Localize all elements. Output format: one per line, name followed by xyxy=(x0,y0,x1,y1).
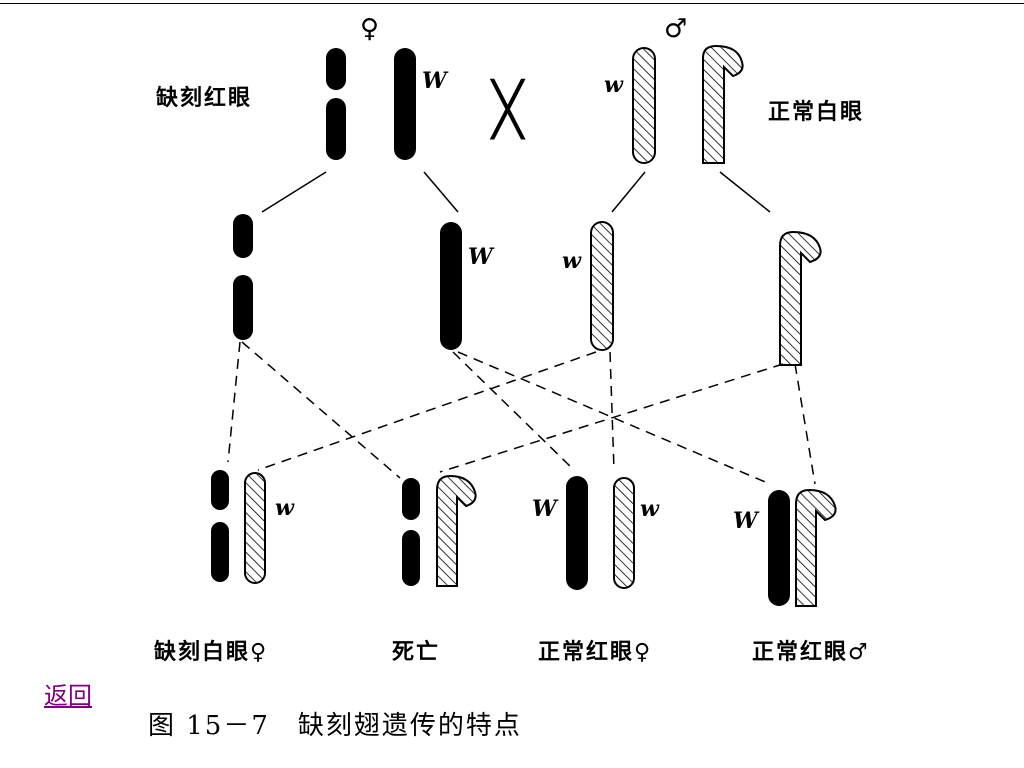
gene-label-parent-w: w xyxy=(604,72,623,98)
offspring-label-2: 死亡 xyxy=(392,640,441,665)
female-symbol-icon: ♀ xyxy=(360,14,380,44)
offspring-label-4: 正常红眼♂ xyxy=(752,640,870,665)
normal-x-red xyxy=(394,48,416,160)
offspring-4-chromosomes xyxy=(768,488,837,607)
offspring-1-chromosomes xyxy=(211,470,266,584)
notched-x-lower xyxy=(326,98,346,160)
gamete-y xyxy=(779,230,822,366)
parent-female-chromosomes xyxy=(326,48,416,160)
gene-label-offspring1-w: w xyxy=(275,495,294,521)
gamete-notched-lower xyxy=(233,275,253,340)
offspring-label-1: 缺刻白眼♀ xyxy=(154,640,269,665)
gene-label-offspring3-W: W xyxy=(532,496,557,522)
offspring-2-chromosomes xyxy=(402,474,477,587)
gene-label-offspring3-w: w xyxy=(640,496,659,522)
top-border-line xyxy=(0,3,1024,4)
offspring-label-3: 正常红眼♀ xyxy=(538,640,653,665)
y-chromosome xyxy=(702,44,744,164)
figure-caption: 图 15－7 缺刻翅遗传的特点 xyxy=(148,711,522,741)
notched-x-upper xyxy=(326,48,346,90)
meiosis-lines xyxy=(261,171,771,213)
gene-label-offspring4-W: W xyxy=(733,508,758,534)
offspring-3-chromosomes xyxy=(566,476,635,590)
parent-female-label: 缺刻红眼 xyxy=(156,86,253,111)
parent-male-chromosomes xyxy=(632,44,744,164)
parent-male-label: 正常白眼 xyxy=(768,100,865,125)
gene-label-gamete-W: W xyxy=(468,244,493,270)
cross-symbol-icon: ╳ xyxy=(492,80,524,140)
gamete-x-red xyxy=(440,222,462,350)
fertilization-lines xyxy=(227,341,816,485)
gamete-notched-upper xyxy=(233,214,253,258)
back-link[interactable]: 返回 xyxy=(44,682,92,710)
male-symbol-icon: ♂ xyxy=(664,14,688,44)
gamete-chromosomes xyxy=(233,214,822,366)
gene-label-parent-W: W xyxy=(422,68,447,94)
gamete-x-white xyxy=(590,221,614,351)
gene-label-gamete-w: w xyxy=(562,248,581,274)
x-white xyxy=(632,47,656,164)
